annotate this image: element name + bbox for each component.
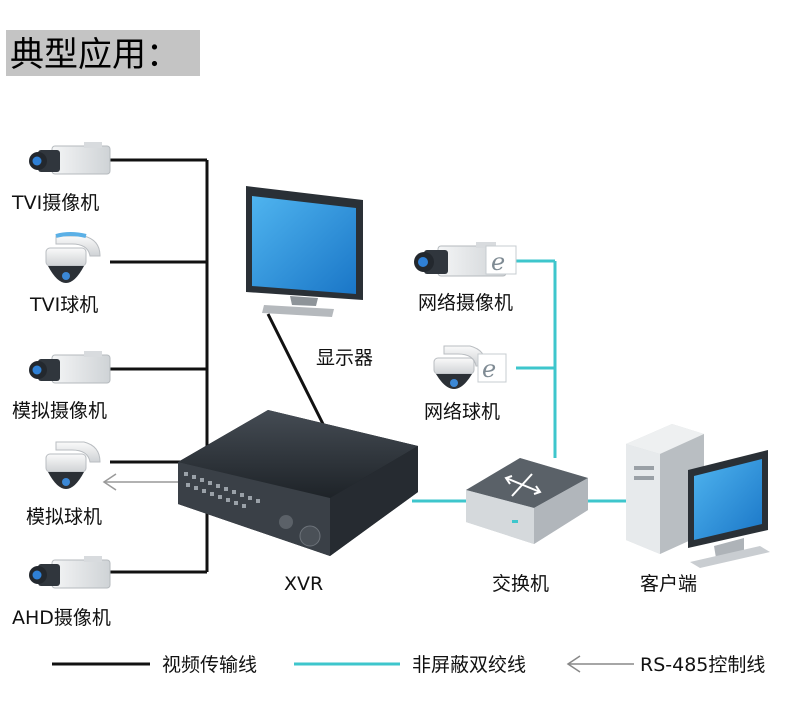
network-camera-icon: e: [414, 242, 517, 277]
title-highlight: [6, 30, 200, 76]
ahd-camera-label: AHD摄像机: [12, 607, 111, 629]
page-title: 典型应用：: [10, 35, 180, 75]
analog-camera-label: 模拟摄像机: [12, 400, 107, 422]
tvi-camera-label: TVI摄像机: [11, 192, 99, 214]
client-pc-icon: [626, 424, 770, 568]
legend-video-label: 视频传输线: [162, 654, 257, 676]
ahd-camera-icon: [29, 556, 111, 589]
monitor-icon: [246, 186, 363, 317]
switch-label: 交换机: [492, 573, 549, 595]
client-label: 客户端: [640, 573, 697, 595]
tvi-dome-icon: [45, 232, 101, 283]
xvr-icon: [178, 410, 418, 556]
svg-text:e: e: [491, 248, 505, 276]
analog-dome-label: 模拟球机: [26, 506, 102, 528]
monitor-label: 显示器: [316, 347, 373, 369]
analog-camera-icon: [29, 351, 111, 384]
svg-text:e: e: [482, 355, 496, 383]
legend-rs485-swatch: [566, 655, 634, 673]
network-cables: [412, 259, 627, 503]
switch-icon: [466, 458, 588, 544]
tvi-camera-icon: [29, 142, 111, 175]
network-camera-label: 网络摄像机: [418, 292, 513, 314]
analog-dome-icon: [45, 441, 101, 489]
rs485-line: [102, 473, 180, 491]
tvi-dome-label: TVI球机: [29, 294, 98, 316]
legend-utp-label: 非屏蔽双绞线: [412, 654, 526, 676]
legend-rs485-label: RS-485控制线: [640, 654, 765, 676]
network-dome-label: 网络球机: [424, 401, 500, 423]
network-dome-icon: e: [433, 345, 507, 389]
legend: 视频传输线 非屏蔽双绞线 RS-485控制线: [52, 654, 765, 676]
xvr-label: XVR: [284, 573, 323, 595]
